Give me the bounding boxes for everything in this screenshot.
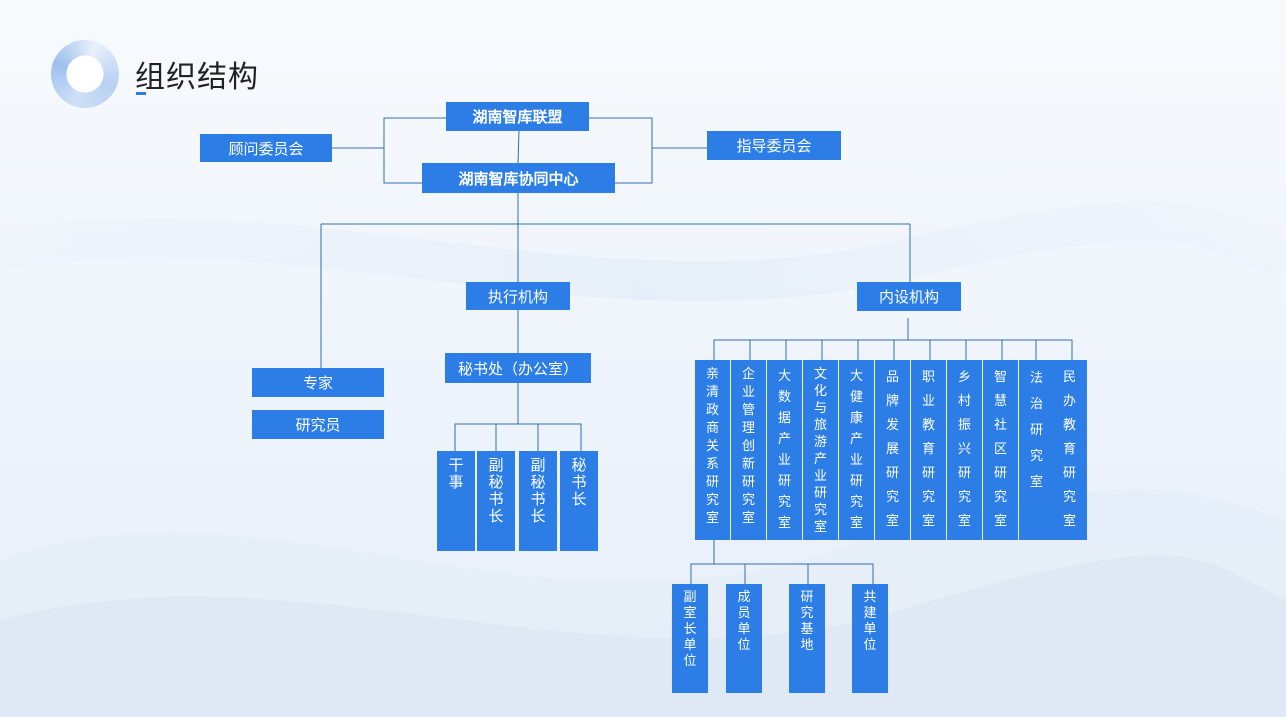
room-box: 大健康产业研究室	[839, 360, 874, 540]
page-title: 组织结构	[135, 60, 259, 95]
room-box: 职业教育研究室	[911, 360, 946, 540]
room-child-box-label: 研究基地	[800, 590, 814, 653]
room-box-label: 智慧社区研究室	[993, 370, 1007, 529]
room-box: 民办教育研究室	[1052, 360, 1087, 540]
researcher-box: 研究员	[252, 410, 384, 439]
room-box: 智慧社区研究室	[983, 360, 1018, 540]
secretariat-child-box-label: 副秘书长	[530, 456, 546, 525]
room-box-label: 企业管理创新研究室	[741, 367, 755, 526]
room-box: 品牌发展研究室	[875, 360, 910, 540]
secretariat-box: 秘书处（办公室）	[445, 353, 591, 383]
secretariat-child-box: 副秘书长	[477, 451, 515, 551]
room-box-label: 品牌发展研究室	[885, 370, 899, 529]
room-box-label: 乡村振兴研究室	[957, 370, 971, 529]
executive-box: 执行机构	[466, 282, 570, 310]
internal-box: 内设机构	[857, 282, 961, 311]
room-child-box-label: 副室长单位	[683, 590, 697, 669]
logo-ring-icon	[51, 40, 119, 108]
room-box-label: 文化与旅游产业研究室	[813, 367, 827, 535]
secretariat-child-box-label: 干事	[448, 456, 464, 491]
secretariat-child-box-label: 副秘书长	[488, 456, 504, 525]
room-box-label: 大健康产业研究室	[849, 369, 863, 531]
secretariat-child-box: 副秘书长	[519, 451, 557, 551]
room-child-box: 共建单位	[852, 584, 888, 693]
secretariat-child-box-label: 秘书长	[571, 456, 587, 508]
room-box-label: 亲清政商关系研究室	[705, 367, 719, 526]
alliance-box: 湖南智库联盟	[446, 102, 589, 131]
room-box-label: 民办教育研究室	[1062, 370, 1076, 529]
room-child-box: 副室长单位	[672, 584, 708, 693]
room-box: 亲清政商关系研究室	[695, 360, 730, 540]
room-box-label: 法治研究室	[1029, 371, 1043, 490]
room-child-box-label: 共建单位	[863, 590, 877, 653]
room-box-label: 职业教育研究室	[921, 370, 935, 529]
room-child-box: 研究基地	[789, 584, 825, 693]
room-child-box: 成员单位	[726, 584, 762, 693]
room-box-label: 大数据产业研究室	[777, 369, 791, 531]
center-box: 湖南智库协同中心	[422, 163, 615, 193]
room-box: 大数据产业研究室	[767, 360, 802, 540]
room-box: 法治研究室	[1019, 360, 1054, 540]
guidance-box: 指导委员会	[707, 131, 841, 160]
room-box: 文化与旅游产业研究室	[803, 360, 838, 540]
room-child-box-label: 成员单位	[737, 590, 751, 653]
secretariat-child-box: 干事	[437, 451, 475, 551]
advisory-box: 顾问委员会	[200, 134, 332, 162]
title-underline	[136, 92, 146, 95]
secretariat-child-box: 秘书长	[560, 451, 598, 551]
expert-box: 专家	[252, 368, 384, 397]
room-box: 企业管理创新研究室	[731, 360, 766, 540]
room-box: 乡村振兴研究室	[947, 360, 982, 540]
